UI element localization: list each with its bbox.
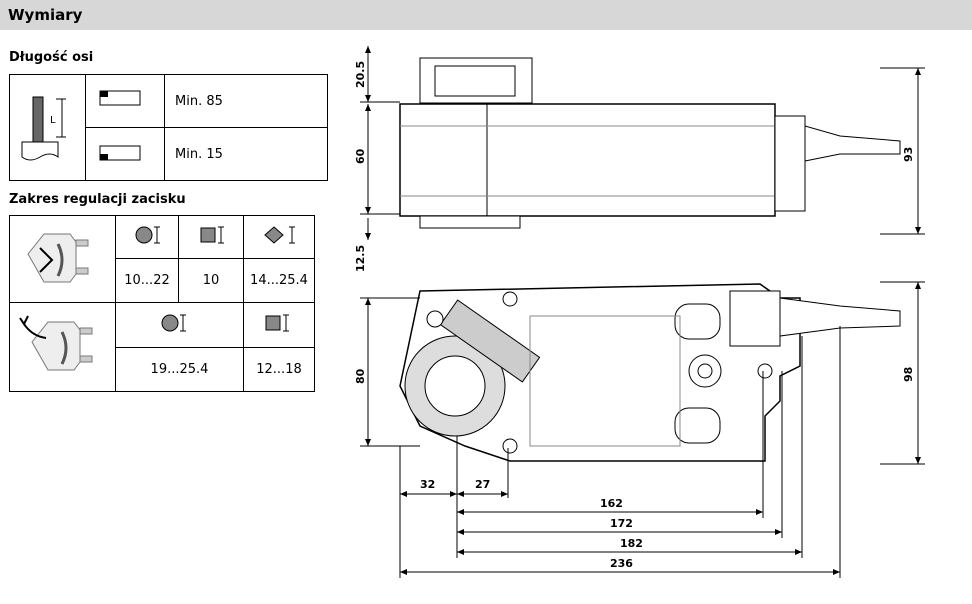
- clamp-range-title: Zakres regulacji zacisku: [9, 192, 186, 207]
- section-header: Wymiary: [0, 0, 972, 30]
- svg-text:L: L: [50, 115, 56, 126]
- diamond-shaft-icon: [264, 226, 295, 244]
- dim-32: 32: [420, 478, 435, 491]
- clamp-reversed-cell: [9, 302, 116, 392]
- dim-12-5: 12.5: [354, 245, 367, 272]
- round-shaft-icon-2: [161, 314, 186, 332]
- dim-93: 93: [902, 147, 915, 162]
- min-85-cell: Min. 85: [164, 74, 328, 128]
- side-view: [399, 57, 901, 229]
- dim-60: 60: [354, 148, 367, 164]
- square-shaft-icon: [200, 226, 224, 244]
- section-title: Wymiary: [8, 6, 83, 24]
- range-square-value: 10: [178, 258, 244, 303]
- dim-162: 162: [600, 497, 623, 510]
- shaft-short-cell: [85, 127, 165, 181]
- dim-27: 27: [475, 478, 490, 491]
- shaft-long-icon: [99, 90, 141, 106]
- axle-length-title: Długość osi: [9, 50, 94, 65]
- clamp-normal-icon: [27, 233, 89, 283]
- square-shaft-header: [178, 215, 244, 259]
- dim-172: 172: [610, 517, 633, 530]
- range-diamond-value: 14...25.4: [243, 258, 315, 303]
- shaft-diagram-cell: L: [9, 74, 86, 181]
- square-shaft-header-2: [243, 302, 315, 348]
- dim-182: 182: [620, 537, 643, 550]
- dim-98: 98: [902, 367, 915, 382]
- top-view: [399, 283, 901, 462]
- clamp-range-table: 10...22 10 14...25.4: [9, 215, 315, 392]
- range-round-value: 10...22: [115, 258, 179, 303]
- round-shaft-icon: [135, 226, 160, 244]
- square-shaft-icon-2: [265, 314, 289, 332]
- clamp-normal-cell: [9, 215, 116, 303]
- range-round-value-2: 19...25.4: [115, 347, 244, 392]
- min-15-cell: Min. 15: [164, 127, 328, 181]
- round-shaft-header-2: [115, 302, 244, 348]
- shaft-short-icon: [99, 145, 141, 161]
- diamond-shaft-header: [243, 215, 315, 259]
- dim-80: 80: [354, 368, 367, 384]
- clamp-reversed-icon: [19, 315, 93, 371]
- dim-20-5: 20.5: [354, 61, 367, 88]
- range-square-value-2: 12...18: [243, 347, 315, 392]
- shaft-length-icon: L: [21, 96, 66, 160]
- shaft-long-cell: [85, 74, 165, 128]
- round-shaft-header: [115, 215, 179, 259]
- axle-length-table: L Min. 85 Min. 15: [9, 74, 328, 181]
- dim-236: 236: [610, 557, 633, 570]
- actuator-dimension-drawing: 20.5 60 12.5 80 93 98 32 27 162 172 182 …: [354, 46, 925, 578]
